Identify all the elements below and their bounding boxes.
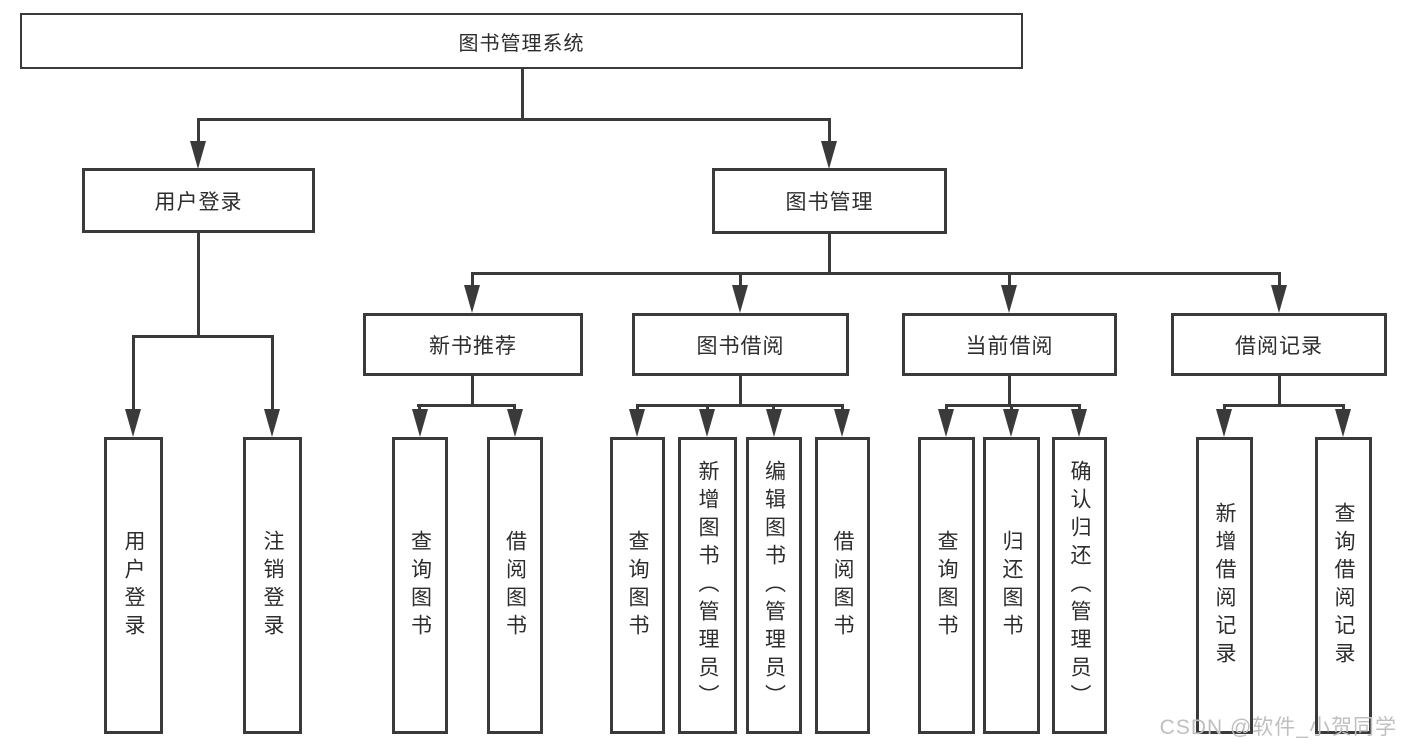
connector-vline [132, 335, 135, 409]
leaf-edit-book-admin: 编辑图书（管理员） [746, 437, 802, 734]
node-label: 归还图书 [1000, 529, 1023, 642]
arrowhead-icon [938, 409, 954, 437]
arrowhead-icon [464, 285, 480, 313]
node-label: 确认归还（管理员） [1068, 459, 1091, 712]
connector-vline [418, 404, 421, 410]
arrowhead-icon [629, 409, 645, 437]
arrowhead-icon [507, 409, 523, 437]
node-label: 新书推荐 [429, 334, 517, 358]
arrowhead-icon [1216, 409, 1232, 437]
leaf-add-borrow-record: 新增借阅记录 [1196, 437, 1253, 734]
arrowhead-icon [190, 141, 206, 169]
arrowhead-icon [834, 409, 850, 437]
node-label: 用户登录 [122, 529, 145, 642]
connector-vline [1008, 376, 1011, 406]
arrowhead-icon [125, 409, 141, 437]
connector-vline [1010, 404, 1013, 410]
node-library-system: 图书管理系统 [20, 13, 1023, 69]
node-label: 查询图书 [408, 529, 432, 642]
connector-vline [1278, 376, 1281, 406]
node-label: 借阅图书 [831, 529, 854, 642]
connector-vline [739, 272, 742, 286]
node-label: 图书管理 [785, 191, 874, 214]
connector-vline [521, 68, 524, 120]
node-label: 图书管理系统 [458, 32, 585, 55]
connector-vline [739, 376, 742, 406]
arrowhead-icon [699, 409, 715, 437]
arrowhead-icon [264, 409, 280, 437]
connector-vline [513, 404, 516, 410]
node-label: 注销登录 [261, 529, 284, 642]
node-borrow-record: 借阅记录 [1171, 313, 1387, 376]
connector-hline [1223, 404, 1345, 407]
node-label: 借阅图书 [503, 529, 527, 642]
node-user-login: 用户登录 [82, 168, 315, 233]
arrowhead-icon [766, 409, 782, 437]
node-label: 查询图书 [626, 529, 649, 642]
leaf-query-borrow-record: 查询借阅记录 [1315, 437, 1372, 734]
connector-vline [471, 376, 474, 406]
leaf-add-book-admin: 新增图书（管理员） [678, 437, 737, 734]
arrowhead-icon [1003, 409, 1019, 437]
connector-vline [636, 404, 639, 410]
leaf-borrow-books-1: 借阅图书 [487, 437, 543, 734]
node-label: 新增借阅记录 [1213, 501, 1236, 670]
connector-vline [471, 272, 474, 286]
arrowhead-icon [412, 409, 428, 437]
connector-vline [271, 335, 274, 409]
node-current-borrow: 当前借阅 [902, 313, 1117, 376]
arrowhead-icon [821, 141, 837, 169]
connector-vline [828, 234, 831, 275]
arrowhead-icon [1335, 409, 1351, 437]
arrowhead-icon [732, 285, 748, 313]
connector-vline [828, 118, 831, 142]
leaf-return-book: 归还图书 [983, 437, 1040, 734]
leaf-query-books-3: 查询图书 [918, 437, 975, 734]
node-label: 查询图书 [935, 529, 958, 642]
connector-hline [471, 272, 1281, 275]
node-book-borrow: 图书借阅 [632, 313, 849, 376]
connector-vline [197, 118, 200, 142]
connector-vline [1342, 404, 1345, 410]
leaf-query-books-2: 查询图书 [610, 437, 665, 734]
connector-vline [706, 404, 709, 410]
leaf-logout: 注销登录 [243, 437, 302, 734]
connector-vline [841, 404, 844, 410]
arrowhead-icon [1271, 285, 1287, 313]
connector-vline [1008, 272, 1011, 286]
node-label: 编辑图书（管理员） [762, 459, 786, 712]
node-book-management: 图书管理 [712, 168, 947, 234]
connector-hline [417, 404, 516, 407]
node-label: 查询借阅记录 [1332, 501, 1355, 670]
node-new-book-recommend: 新书推荐 [363, 313, 583, 376]
node-label: 新增图书（管理员） [696, 459, 719, 712]
leaf-user-login: 用户登录 [104, 437, 163, 734]
node-label: 当前借阅 [965, 334, 1054, 358]
arrowhead-icon [1001, 285, 1017, 313]
leaf-query-books-1: 查询图书 [392, 437, 448, 734]
leaf-confirm-return-admin: 确认归还（管理员） [1052, 437, 1107, 734]
connector-vline [945, 404, 948, 410]
node-label: 用户登录 [154, 190, 243, 214]
connector-hline [197, 118, 831, 121]
node-label: 图书借阅 [696, 334, 785, 358]
csdn-watermark: CSDN @软件_小贺同学 [1159, 716, 1397, 739]
leaf-borrow-books-2: 借阅图书 [815, 437, 870, 734]
connector-vline [1078, 404, 1081, 410]
connector-vline [1223, 404, 1226, 410]
connector-vline [772, 404, 775, 410]
arrowhead-icon [1071, 409, 1087, 437]
connector-hline [636, 404, 844, 407]
connector-vline [197, 233, 200, 337]
connector-hline [132, 335, 274, 338]
node-label: 借阅记录 [1235, 334, 1323, 358]
connector-vline [1278, 272, 1281, 286]
